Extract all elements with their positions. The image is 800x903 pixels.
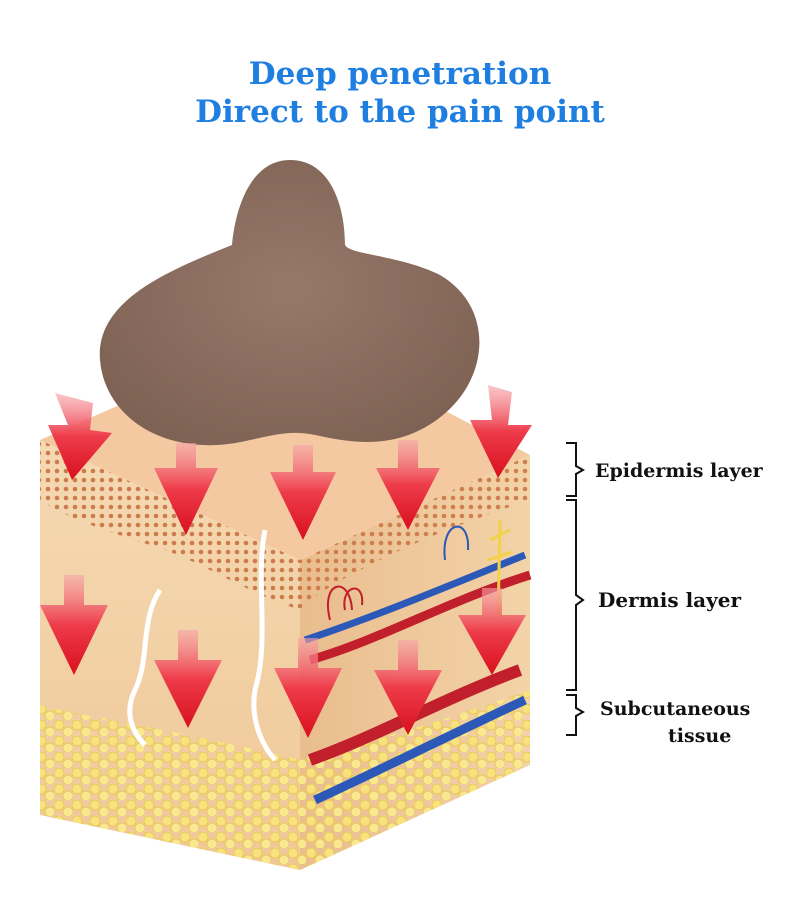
fat-layer-front: [40, 705, 300, 870]
capillary-loop: [327, 585, 364, 621]
arrow: [270, 445, 336, 540]
headline-line-1: Deep penetration: [248, 56, 552, 92]
adhesive-patch: [99, 160, 480, 446]
label-dermis-layer: Dermis layer: [598, 588, 742, 612]
penetration-arrows: [40, 385, 532, 738]
fat-layer-side: [300, 690, 530, 870]
arrow: [274, 638, 342, 738]
bracket-dermis: [566, 499, 585, 691]
label-epidermis-layer: Epidermis layer: [595, 460, 763, 482]
vein: [313, 695, 527, 805]
arrow: [48, 393, 112, 480]
arrow: [374, 640, 442, 735]
arrow: [154, 630, 222, 728]
bracket-epidermis: [566, 442, 586, 497]
bracket-subcutaneous: [566, 694, 586, 736]
epidermis-side: [300, 455, 530, 610]
capillary-loop: [443, 525, 470, 561]
nerve-fiber: [127, 588, 163, 747]
vein: [303, 551, 527, 644]
label-subcutaneous-line-2: tissue: [668, 725, 732, 747]
arrow: [458, 588, 526, 675]
epidermis-front: [40, 440, 300, 610]
headline-line-2: Direct to the pain point: [195, 94, 605, 130]
arrow: [376, 440, 440, 530]
nerve-fiber: [251, 529, 277, 762]
arrow: [40, 575, 108, 675]
artery: [308, 570, 532, 665]
arrow: [154, 443, 218, 535]
label-subcutaneous-line-1: Subcutaneous: [600, 698, 751, 720]
layer-brackets: [566, 442, 586, 736]
arrow: [470, 385, 532, 478]
